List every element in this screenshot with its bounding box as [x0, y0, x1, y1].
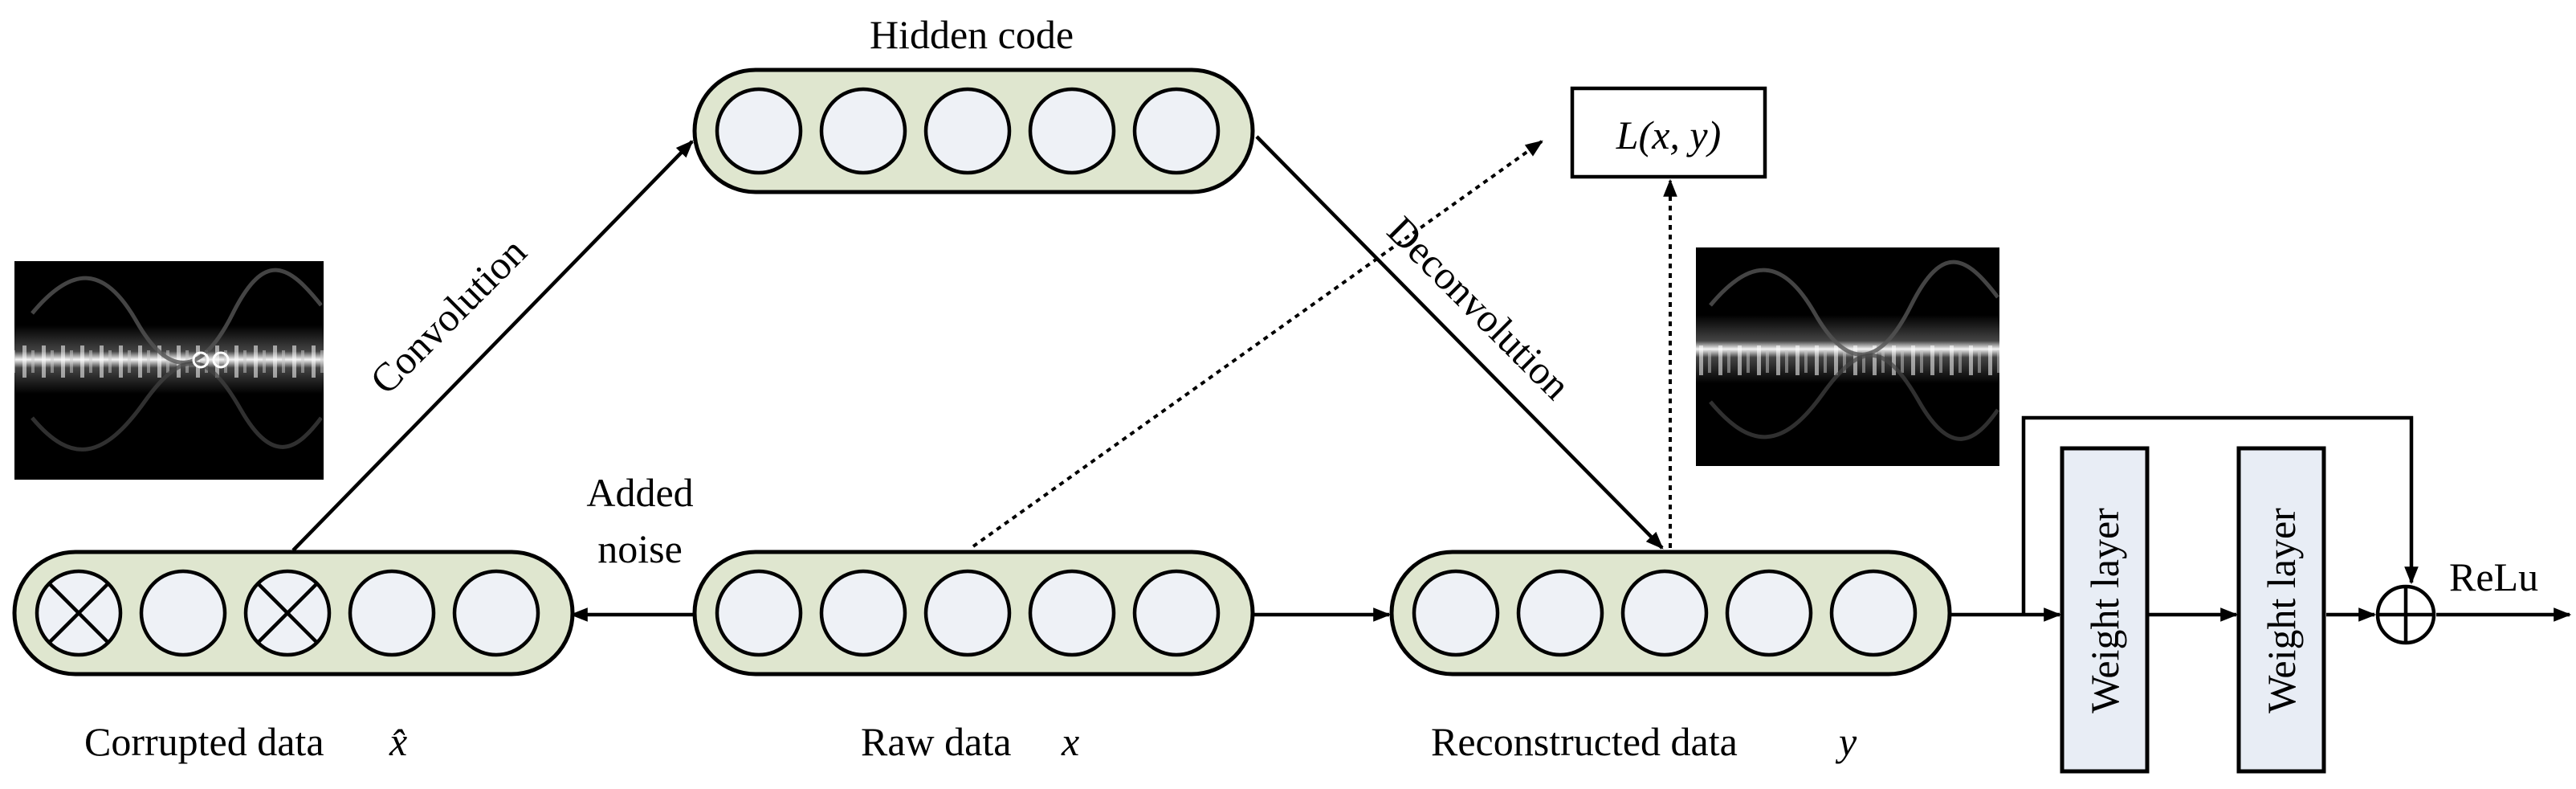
hidden-code-label: Hidden code: [870, 12, 1074, 57]
hidden-node: [819, 87, 907, 175]
added-noise-label-line2: noise: [597, 526, 683, 571]
skip-connection: [2021, 415, 2419, 615]
circle-x-icon: [243, 569, 332, 657]
raw-to-loss-dotted-arrow: [972, 140, 1543, 548]
raw-data-group: [692, 550, 1255, 677]
reconstructed-node: [1829, 569, 1918, 657]
hidden-node: [923, 87, 1012, 175]
hidden-node: [1132, 87, 1221, 175]
corrupted-data-symbol: x̂: [389, 719, 407, 764]
raw-node: [1132, 569, 1221, 657]
circle-plus-icon: [2375, 584, 2436, 645]
weight-layer-2-label: Weight layer: [2259, 508, 2304, 713]
hidden-node: [1028, 87, 1116, 175]
corrupted-node: [139, 569, 227, 657]
weight-layer-2-box: [2236, 446, 2326, 774]
corrupted-node: [348, 569, 436, 657]
reconstructed-node: [1412, 569, 1500, 657]
weight-layer-1-label: Weight layer: [2082, 508, 2127, 713]
raw-node: [819, 569, 907, 657]
reconstructed-node: [1725, 569, 1813, 657]
convolution-arrow: [291, 140, 694, 552]
raw-data-symbol: x: [1061, 719, 1079, 764]
raw-node: [1028, 569, 1116, 657]
reconstructed-node: [1620, 569, 1709, 657]
loss-box: [1570, 86, 1767, 179]
corrupted-data-group: [12, 550, 575, 677]
hidden-node: [715, 87, 803, 175]
deconvolution-arrow: [1255, 135, 1664, 550]
added-noise-label-line1: Added: [586, 470, 693, 515]
relu-label: ReLu: [2449, 554, 2538, 599]
reconstructed-data-symbol: y: [1835, 719, 1857, 764]
reconstructed-data-caption: Reconstructed data: [1431, 719, 1738, 764]
corrupted-node: [452, 569, 540, 657]
reconstructed-data-group: [1389, 550, 1952, 677]
raw-data-caption: Raw data: [861, 719, 1011, 764]
corrupted-data-caption: Corrupted data: [84, 719, 324, 764]
convolution-label: Convolution: [361, 229, 535, 403]
raw-node: [715, 569, 803, 657]
deconvolution-label: Deconvolution: [1379, 207, 1579, 408]
circle-x-icon: [35, 569, 123, 657]
reconstructed-node: [1516, 569, 1604, 657]
hidden-code-group: [692, 67, 1255, 194]
reconstructed-signal-image: [1696, 247, 2000, 466]
corrupted-signal-image: [14, 261, 324, 480]
raw-node: [923, 569, 1012, 657]
edges: [291, 135, 2572, 622]
loss-label: L(x, y): [1616, 112, 1722, 157]
weight-layer-1-box: [2060, 446, 2150, 774]
